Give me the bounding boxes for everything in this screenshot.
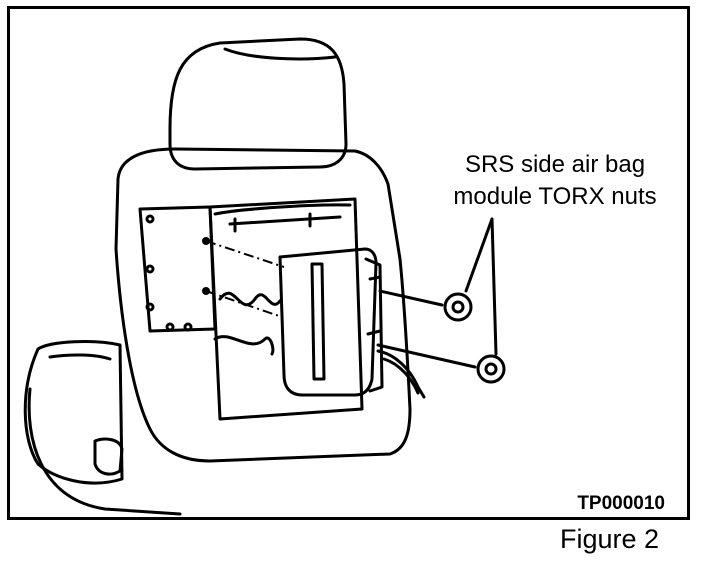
alignment-line-lower — [206, 291, 282, 317]
seat-frame — [140, 207, 215, 331]
airbag-module — [280, 249, 376, 395]
figure-label: Figure 2 — [560, 524, 660, 554]
seat-back — [116, 149, 410, 461]
seat-airbag-illustration — [10, 9, 693, 523]
torx-nut-upper — [445, 294, 471, 320]
callout-line-1: SRS side air bag — [464, 151, 646, 178]
figure-frame: SRS side air bag module TORX nuts TP0000… — [7, 6, 690, 520]
leader-line-lower — [492, 219, 496, 354]
alignment-line-upper — [206, 241, 284, 267]
leader-line-upper — [466, 219, 492, 291]
torx-nut-lower — [478, 356, 504, 382]
airbag-wire — [378, 351, 424, 397]
airbag-nut-callout: SRS side air bag module TORX nuts — [430, 149, 680, 213]
drawing-code: TP000010 — [577, 493, 665, 514]
seat-cushion-front — [29, 389, 180, 514]
headrest — [170, 39, 346, 169]
seat-cushion — [25, 342, 122, 484]
callout-line-2: module TORX nuts — [453, 183, 657, 210]
seat-springs — [220, 293, 280, 305]
